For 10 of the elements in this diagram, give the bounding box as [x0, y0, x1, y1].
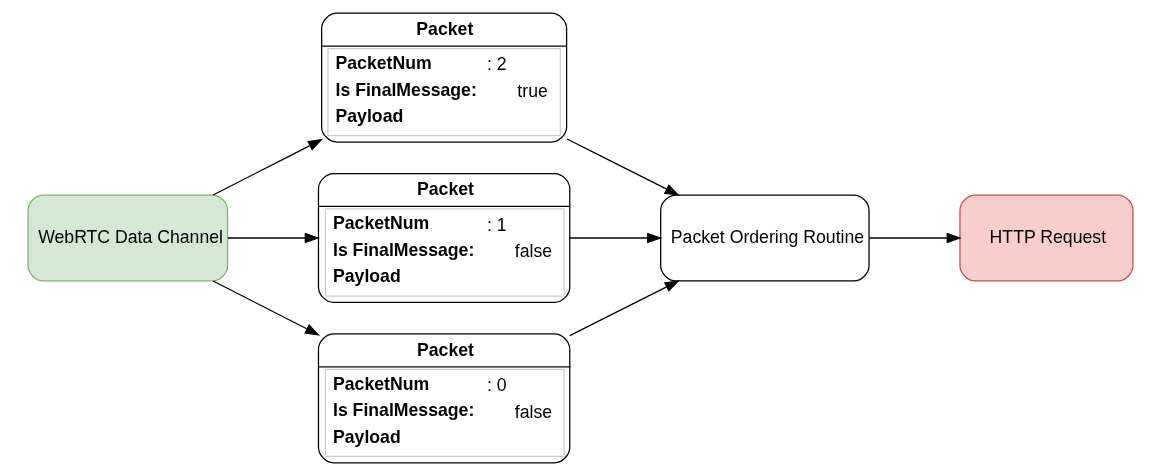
node-box: HTTP Request	[958, 194, 1134, 282]
arrow	[212, 280, 320, 336]
arrow	[568, 280, 680, 337]
arrow	[568, 232, 662, 244]
arrow	[868, 232, 962, 244]
arrow	[212, 138, 323, 196]
arrow	[565, 138, 680, 196]
node-box: Packet Ordering Routine	[659, 194, 870, 282]
node-box: WebRTC Data Channel	[26, 194, 228, 282]
arrow	[226, 232, 320, 244]
